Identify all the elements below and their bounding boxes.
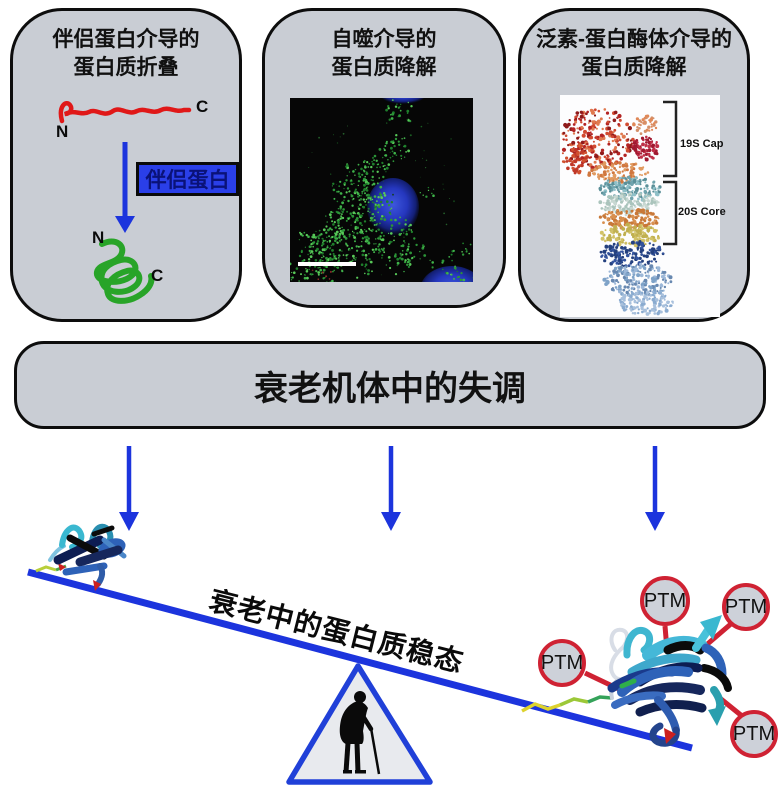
chaperone-label: 伴侣蛋白 [136, 162, 239, 196]
panel-chaperone-title-line2: 蛋白质折叠 [73, 56, 179, 79]
bracket-19s [663, 100, 678, 178]
chaperone-arrow [115, 142, 135, 233]
scale-bar [298, 262, 356, 266]
ptm-badge-2: PTM [722, 583, 770, 631]
panel-proteasome-title-line1: 泛素-蛋白酶体介导的 [536, 28, 732, 51]
bracket-20s [663, 180, 678, 246]
panel-autophagy-title-line2: 蛋白质降解 [331, 56, 437, 79]
down-arrows [119, 446, 665, 531]
panel-autophagy-title-line1: 自噬介导的 [331, 28, 437, 51]
folded-n-terminus-label: N [92, 228, 105, 247]
ptm-badge-4: PTM [730, 710, 778, 758]
seesaw-beam [27, 568, 693, 752]
folded-c-terminus-label: C [151, 266, 164, 285]
fluorescence-micrograph [290, 98, 473, 282]
ptm-badge-3: PTM [538, 639, 586, 687]
panel-autophagy-title: 自噬介导的 蛋白质降解 [262, 26, 506, 82]
banner-text: 衰老机体中的失调 [254, 369, 526, 408]
unfolded-n-terminus-label: N [56, 122, 69, 141]
proteasome-19s-cap-label: 19S Cap [680, 138, 724, 150]
unfolded-protein-squiggle [58, 101, 192, 124]
banner-box [14, 341, 766, 429]
folded-protein-coil [94, 238, 155, 304]
unfolded-c-terminus-label: C [196, 97, 209, 116]
elderly-person-silhouette [339, 691, 381, 775]
modified-protein-ribbon [521, 615, 732, 747]
proteasome-20s-core-label: 20S Core [678, 206, 726, 218]
panel-chaperone-title-line1: 伴侣蛋白介导的 [52, 28, 200, 51]
panel-proteasome-title: 泛素-蛋白酶体介导的 蛋白质降解 [518, 26, 750, 82]
native-protein-ribbon [35, 523, 127, 591]
panel-chaperone-title: 伴侣蛋白介导的 蛋白质折叠 [10, 26, 242, 82]
panel-proteasome-title-line2: 蛋白质降解 [581, 56, 687, 79]
proteasome-structure [560, 95, 720, 317]
ptm-badge-1: PTM [640, 576, 690, 626]
